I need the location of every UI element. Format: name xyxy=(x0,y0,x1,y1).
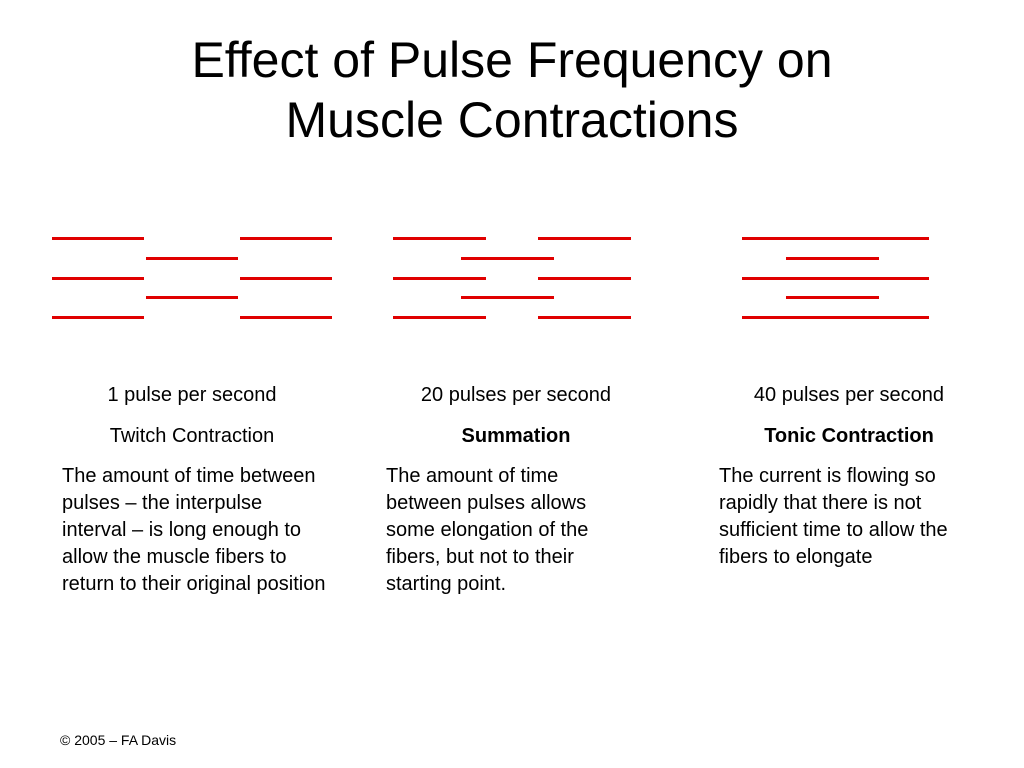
pulse-bar xyxy=(52,237,144,240)
contraction-name-twitch: Twitch Contraction xyxy=(109,425,275,447)
pulse-bar xyxy=(538,316,631,319)
frequency-label-summation: 20 pulses per second xyxy=(420,384,612,406)
pulse-bar xyxy=(146,257,238,260)
contraction-name-tonic: Tonic Contraction xyxy=(764,425,934,447)
frequency-label-twitch: 1 pulse per second xyxy=(107,384,277,406)
description-twitch: The amount of time between pulses – the … xyxy=(62,465,326,595)
pulse-bar xyxy=(786,296,879,299)
pulse-bar xyxy=(393,237,486,240)
pulse-bar xyxy=(742,316,929,319)
pulse-bar xyxy=(393,277,486,280)
pulse-bar xyxy=(786,257,879,260)
pulse-bar xyxy=(146,296,238,299)
title-line-1: Effect of Pulse Frequency on xyxy=(191,32,833,88)
copyright-footer: © 2005 – FA Davis xyxy=(60,732,177,748)
pulse-bar xyxy=(461,257,554,260)
pulse-bar xyxy=(52,277,144,280)
pulse-bar xyxy=(393,316,486,319)
slide-title: Effect of Pulse Frequency on Muscle Cont… xyxy=(0,30,1024,150)
description-summation: The amount of time between pulses allows… xyxy=(386,465,589,595)
pulse-bar xyxy=(240,316,332,319)
title-line-2: Muscle Contractions xyxy=(285,92,739,148)
pulse-bar xyxy=(742,237,929,240)
pulse-bar xyxy=(461,296,554,299)
pulse-bar xyxy=(538,277,631,280)
pulse-bar xyxy=(52,316,144,319)
pulse-bar xyxy=(240,237,332,240)
contraction-name-summation: Summation xyxy=(461,425,571,447)
pulse-bar xyxy=(742,277,929,280)
frequency-label-tonic: 40 pulses per second xyxy=(753,384,945,406)
pulse-bar xyxy=(240,277,332,280)
pulse-bar xyxy=(538,237,631,240)
description-tonic: The current is flowing so rapidly that t… xyxy=(719,465,948,568)
